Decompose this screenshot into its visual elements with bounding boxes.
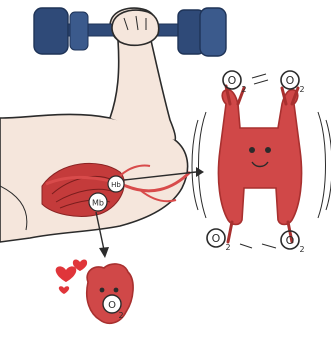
o2-subscript: 2 [225,243,230,252]
o2-label: O [212,232,221,245]
o2-label: O [228,74,237,87]
myoglobin-character: O 2 [87,264,133,323]
heart-icon [56,260,87,294]
oxygen-molecule-bottom-right: O 2 [281,231,305,254]
o2-subscript: 2 [118,311,123,320]
o2-label: O [108,300,116,311]
myoglobin-marker: Mb [89,193,107,211]
o2-label: O [286,74,295,87]
o2-subscript: 2 [299,245,304,254]
o2-label: O [286,234,295,247]
mb-label: Mb [92,199,104,208]
hb-label: Hb [111,181,121,189]
hemoglobin-marker: Hb [108,176,124,192]
o2-subscript: 2 [299,85,304,94]
hemoglobin-character [192,86,331,242]
o2-subscript: 2 [241,85,246,94]
